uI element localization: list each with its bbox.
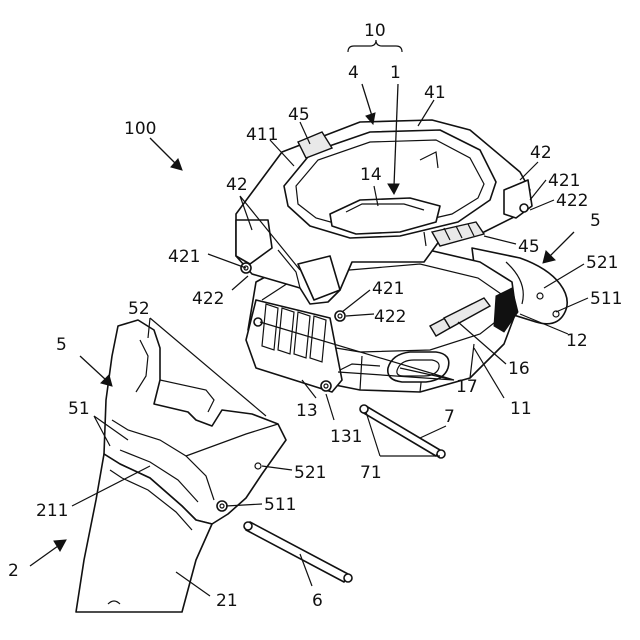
label-42-left: 42	[226, 175, 248, 195]
spring-bar-6	[244, 522, 352, 582]
label-421-right: 421	[548, 171, 580, 191]
label-71: 71	[360, 463, 382, 483]
arrow-5-left-icon	[80, 356, 112, 386]
label-10: 10	[364, 21, 386, 41]
label-411: 411	[246, 125, 278, 145]
label-422-left: 422	[192, 289, 224, 309]
label-2: 2	[8, 561, 19, 581]
label-13: 13	[296, 401, 318, 421]
arrow-4-icon	[362, 84, 375, 124]
label-12: 12	[566, 331, 588, 351]
label-6: 6	[312, 591, 323, 611]
label-4: 4	[348, 63, 359, 83]
arrow-2-icon	[30, 540, 66, 566]
label-51: 51	[68, 399, 90, 419]
label-7: 7	[444, 407, 455, 427]
label-421-left: 421	[168, 247, 200, 267]
label-422-right: 422	[556, 191, 588, 211]
label-42-right: 42	[530, 143, 552, 163]
label-41: 41	[424, 83, 446, 103]
label-211: 211	[36, 501, 68, 521]
label-511-left: 511	[264, 495, 296, 515]
label-521-right: 521	[586, 253, 618, 273]
label-21: 21	[216, 591, 238, 611]
label-52: 52	[128, 299, 150, 319]
label-17: 17	[456, 377, 478, 397]
label-421-center: 421	[372, 279, 404, 299]
arrow-5-right-icon	[543, 232, 574, 263]
label-5-right: 5	[590, 211, 601, 231]
label-100: 100	[124, 119, 156, 139]
label-131: 131	[330, 427, 362, 447]
label-16: 16	[508, 359, 530, 379]
label-511-right: 511	[590, 289, 622, 309]
label-11: 11	[510, 399, 532, 419]
label-5-left: 5	[56, 335, 67, 355]
label-1: 1	[390, 63, 401, 83]
label-14: 14	[360, 165, 382, 185]
label-422-center: 422	[374, 307, 406, 327]
arrow-100-icon	[150, 138, 182, 170]
label-521-left: 521	[294, 463, 326, 483]
label-45-top: 45	[288, 105, 310, 125]
label-45-mid: 45	[518, 237, 540, 257]
